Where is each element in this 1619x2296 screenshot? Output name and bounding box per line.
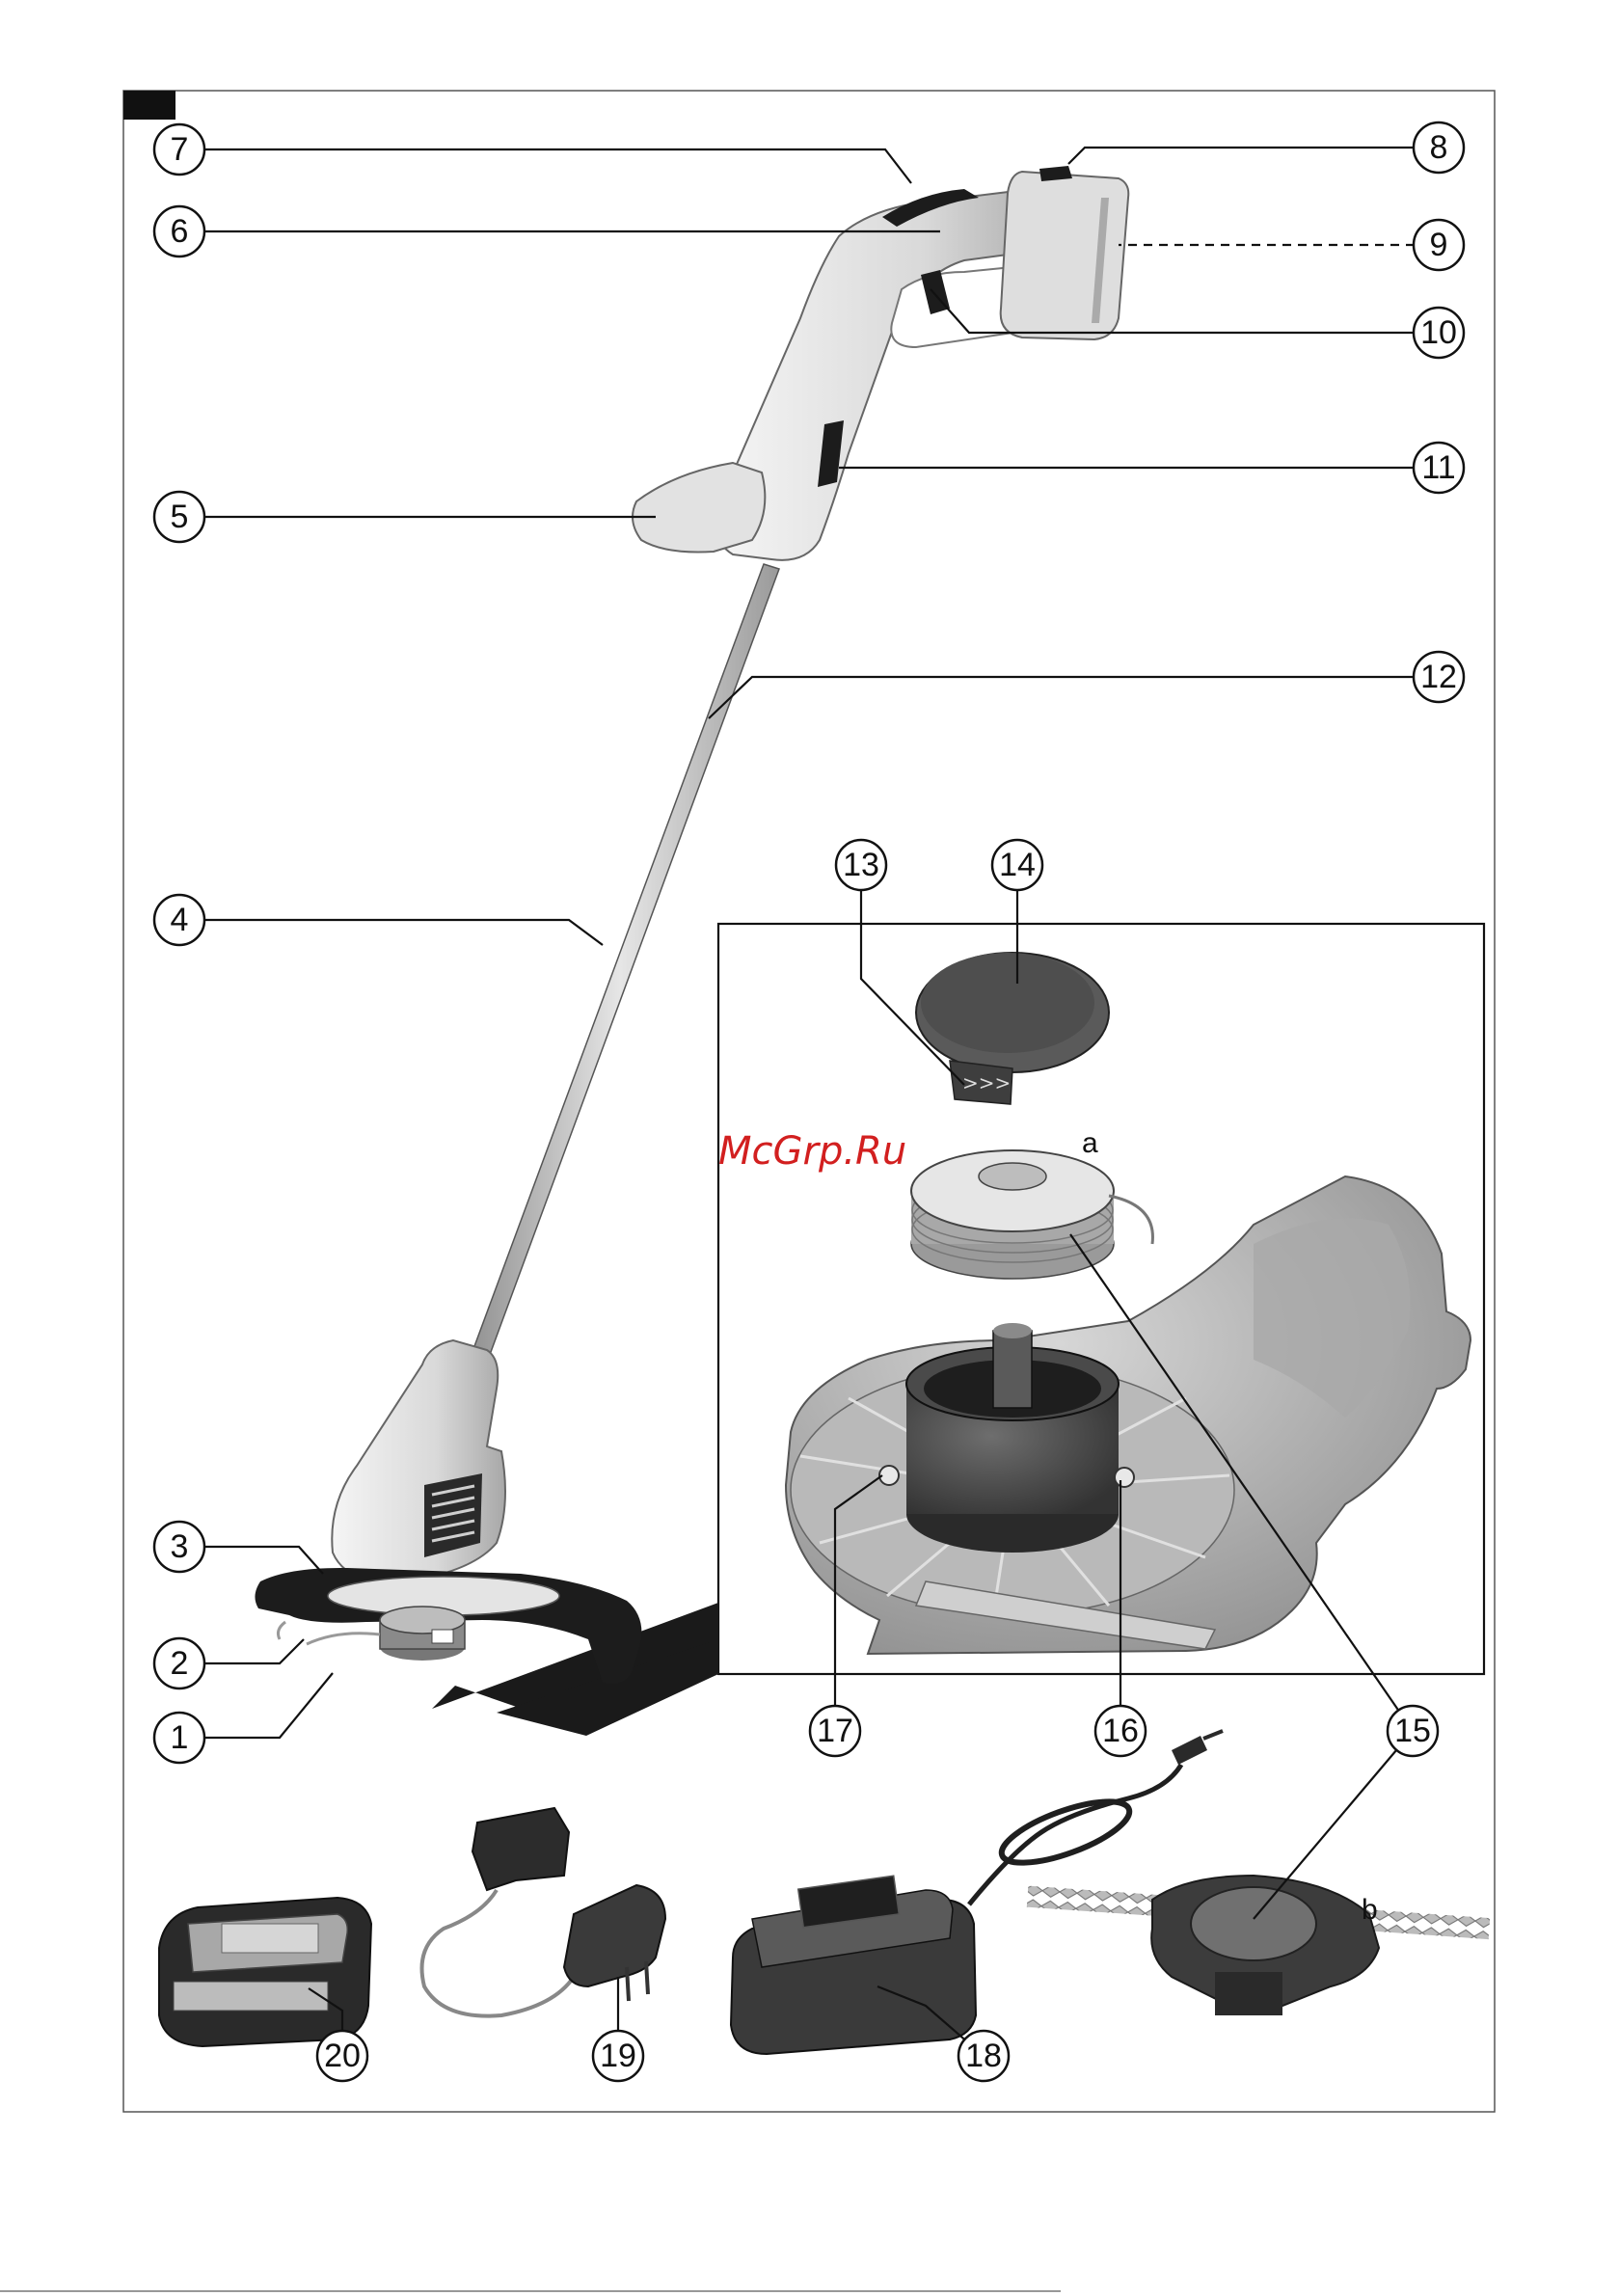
callout-15: 15 <box>1388 1706 1438 1756</box>
callout-5: 5 <box>154 492 204 542</box>
svg-text:4: 4 <box>171 902 189 938</box>
watermark: McGrp.Ru <box>718 1129 906 1174</box>
svg-text:13: 13 <box>843 847 879 883</box>
svg-text:16: 16 <box>1102 1713 1139 1749</box>
callout-11: 11 <box>1414 443 1464 493</box>
svg-text:15: 15 <box>1394 1713 1431 1749</box>
aux-handle <box>633 463 765 553</box>
label-a: a <box>1082 1127 1098 1159</box>
svg-text:1: 1 <box>171 1719 189 1756</box>
usb-cable <box>422 1890 575 2016</box>
battery-housing <box>1001 172 1129 339</box>
svg-text:9: 9 <box>1430 227 1448 263</box>
spool-axle <box>993 1331 1032 1408</box>
svg-text:6: 6 <box>171 213 189 250</box>
callout-3: 3 <box>154 1522 204 1572</box>
callout-7: 7 <box>154 124 204 175</box>
svg-text:7: 7 <box>171 131 189 168</box>
cutting-line <box>307 1634 380 1644</box>
callout-8: 8 <box>1414 122 1464 173</box>
svg-text:8: 8 <box>1430 129 1448 166</box>
callout-12: 12 <box>1414 652 1464 702</box>
callout-1: 1 <box>154 1713 204 1763</box>
callout-2: 2 <box>154 1638 204 1688</box>
callout-9: 9 <box>1414 220 1464 270</box>
svg-text:>>>: >>> <box>962 1071 1011 1094</box>
svg-text:3: 3 <box>171 1528 189 1565</box>
line-eyelet-right <box>1115 1468 1134 1487</box>
svg-text:20: 20 <box>324 2038 361 2074</box>
charger-cable <box>969 1765 1181 1904</box>
shaft <box>461 564 779 1389</box>
callout-14: 14 <box>992 840 1042 890</box>
callout-20: 20 <box>317 2031 367 2081</box>
svg-text:11: 11 <box>1421 449 1455 486</box>
callout-18: 18 <box>958 2031 1009 2081</box>
label-b: b <box>1362 1894 1378 1926</box>
motor-housing <box>332 1340 505 1582</box>
svg-text:19: 19 <box>600 2038 636 2074</box>
callout-17: 17 <box>810 1706 860 1756</box>
callout-10: 10 <box>1414 308 1464 358</box>
callout-16: 16 <box>1095 1706 1146 1756</box>
callout-4: 4 <box>154 895 204 945</box>
svg-text:18: 18 <box>965 2038 1002 2074</box>
svg-text:5: 5 <box>171 499 189 535</box>
callout-19: 19 <box>593 2031 643 2081</box>
usb-adapter <box>472 1808 569 1890</box>
figure-marker <box>123 91 175 120</box>
svg-text:10: 10 <box>1420 314 1457 351</box>
svg-text:14: 14 <box>999 847 1036 883</box>
callout-6: 6 <box>154 206 204 257</box>
svg-text:12: 12 <box>1420 659 1457 695</box>
svg-text:17: 17 <box>817 1713 853 1749</box>
wall-plug <box>564 1885 665 1986</box>
callout-13: 13 <box>836 840 886 890</box>
svg-text:2: 2 <box>171 1645 189 1682</box>
